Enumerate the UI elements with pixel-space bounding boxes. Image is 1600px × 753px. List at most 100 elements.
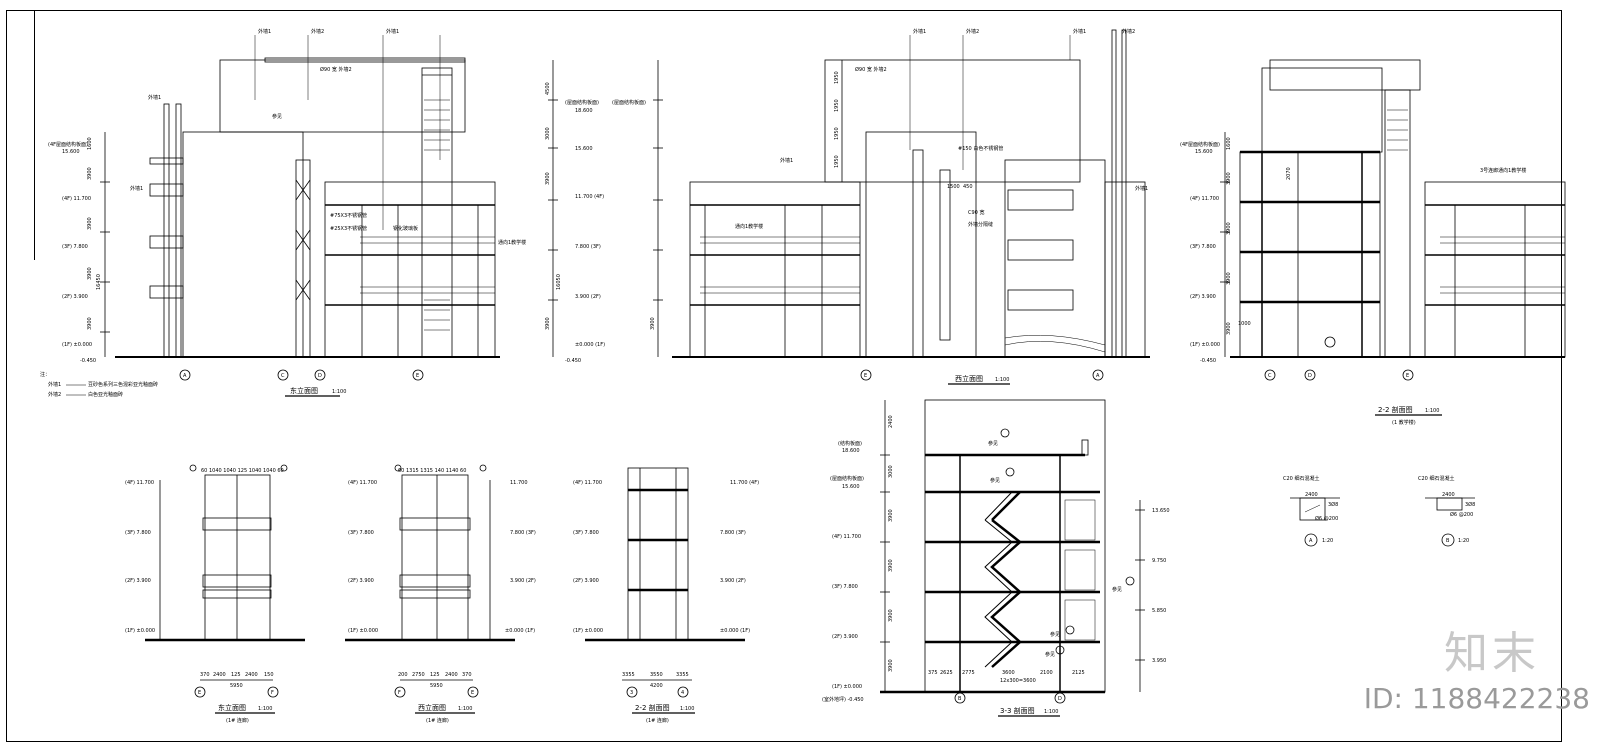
note-2-text: 白色亚光釉面砖 bbox=[88, 391, 123, 398]
west-elev-dim: 1950 bbox=[834, 99, 840, 112]
s33-dim: 3900 bbox=[888, 659, 894, 672]
east-elev-axis: C bbox=[281, 373, 285, 379]
east-elev-level-label: (4F) 11.700 bbox=[62, 196, 91, 202]
west-elev-tag: 外墙2 bbox=[1122, 28, 1135, 35]
sheet-frame bbox=[6, 10, 1562, 742]
sw-scale: 1:100 bbox=[458, 706, 472, 712]
watermark-logo: 知末 bbox=[1444, 628, 1540, 679]
s33-bottom-dim: 2100 bbox=[1040, 670, 1053, 676]
se-level: (3F) 7.800 bbox=[125, 530, 151, 536]
ss-level: (3F) 7.800 bbox=[573, 530, 599, 536]
ss-right-level: 3.900 (2F) bbox=[720, 578, 746, 584]
west-elev-axis: A bbox=[1096, 373, 1100, 379]
mid-scale-dim: 3900 bbox=[545, 317, 551, 330]
s33-bottom-dim: 2625 bbox=[940, 670, 953, 676]
west-elev-tag: Ø90 宽 外墙2 bbox=[855, 66, 887, 73]
mid-scale-dim-total: 16050 bbox=[556, 274, 562, 290]
se-title: 东立面图 bbox=[218, 703, 246, 712]
sw-level: (4F) 11.700 bbox=[348, 480, 377, 486]
ss-scale: 1:100 bbox=[680, 706, 694, 712]
mid-scale-label: 7.800 (3F) bbox=[575, 244, 601, 250]
ss-bottom-dim: 3355 bbox=[622, 672, 635, 678]
se-total: 5950 bbox=[230, 683, 243, 689]
se-top-dims: 60 1040 1040 125 1040 1040 60 bbox=[201, 468, 284, 474]
s33-level: 15.600 bbox=[842, 484, 860, 490]
west-elev-tag: 外墙1 bbox=[913, 28, 926, 35]
east-elev-tag: #25X3不锈钢管 bbox=[330, 225, 367, 232]
s22-level-label: (4F) 11.700 bbox=[1190, 196, 1219, 202]
mid-scale-label: 3.900 (2F) bbox=[575, 294, 601, 300]
s33-right-level: 5.850 bbox=[1152, 608, 1166, 614]
s33-right-level: 9.750 bbox=[1152, 558, 1166, 564]
mid-scale-label: 18.600 bbox=[575, 108, 593, 114]
west-elev-tag: 外墙1 bbox=[780, 157, 793, 164]
s22-axis: E bbox=[1406, 373, 1409, 379]
title-block-strip bbox=[6, 10, 35, 260]
sw-bottom-dim: 2750 bbox=[412, 672, 425, 678]
small-east-elevation bbox=[145, 464, 305, 698]
s33-ref: 参见 bbox=[1050, 631, 1060, 638]
east-elevation bbox=[100, 35, 500, 381]
west-elev-axis: E bbox=[864, 373, 867, 379]
west-elev-scale: 1:100 bbox=[995, 377, 1009, 383]
s33-ref: 参见 bbox=[1045, 651, 1055, 658]
s22-dim: 3900 bbox=[1226, 272, 1232, 285]
s22-axis: C bbox=[1268, 373, 1272, 379]
s22-dim: 1600 bbox=[1226, 137, 1232, 150]
sw-right-level: ±0.000 (1F) bbox=[505, 628, 535, 634]
s22-level-label: (3F) 7.800 bbox=[1190, 244, 1216, 250]
sw-bottom-dim: 200 bbox=[398, 672, 408, 678]
east-elev-tag: 钢化玻璃板 bbox=[393, 225, 418, 232]
s33-right-level: 3.950 bbox=[1152, 658, 1166, 664]
east-elev-tag: 外墙1 bbox=[386, 28, 399, 35]
detail-b bbox=[1425, 497, 1475, 547]
east-elev-level-label: (4F屋面结构板面) bbox=[48, 141, 88, 148]
s33-right-level: 13.650 bbox=[1152, 508, 1170, 514]
east-elev-dim-total: 16450 bbox=[96, 274, 102, 290]
sw-title: 西立面图 bbox=[418, 703, 446, 712]
s22-axis: D bbox=[1308, 373, 1312, 379]
mid-scale-dim: 3900 bbox=[650, 317, 656, 330]
detail-a-spacing: Ø6 @200 bbox=[1315, 515, 1338, 522]
s22-subtitle: (1 教学楼) bbox=[1392, 419, 1416, 426]
sw-level: (3F) 7.800 bbox=[348, 530, 374, 536]
east-elev-level-label: (3F) 7.800 bbox=[62, 244, 88, 250]
s33-level: (2F) 3.900 bbox=[832, 634, 858, 640]
se-bottom-dim: 150 bbox=[264, 672, 274, 678]
detail-b-tag: B bbox=[1446, 538, 1450, 544]
east-elev-dim: 3900 bbox=[87, 217, 93, 230]
s22-scale: 1:100 bbox=[1425, 408, 1439, 414]
sw-bottom-dim: 2400 bbox=[445, 672, 458, 678]
se-subtitle: (1# 连廊) bbox=[226, 717, 249, 724]
se-level: (4F) 11.700 bbox=[125, 480, 154, 486]
ss-total: 4200 bbox=[650, 683, 663, 689]
s33-bottom-dim: 3600 bbox=[1002, 670, 1015, 676]
detail-b-bar: 3Ø8 bbox=[1465, 501, 1475, 508]
s33-stair: 12x300=3600 bbox=[1000, 678, 1036, 684]
s33-level: (结构板面) bbox=[838, 440, 862, 447]
east-elev-tag: 外墙1 bbox=[148, 94, 161, 101]
sw-axis: F bbox=[398, 690, 401, 696]
east-elev-title: 东立面图 bbox=[290, 386, 318, 395]
s22-dim: 3900 bbox=[1226, 172, 1232, 185]
ss-right-level: 7.800 (3F) bbox=[720, 530, 746, 536]
east-elev-tag: #75X3不锈钢管 bbox=[330, 212, 367, 219]
s33-scale: 1:100 bbox=[1044, 709, 1058, 715]
ss-level: (1F) ±0.000 bbox=[573, 628, 603, 634]
ss-right-level: ±0.000 (1F) bbox=[720, 628, 750, 634]
east-elev-ground: -0.450 bbox=[80, 358, 96, 364]
west-elev-tag: 外墙分隔缝 bbox=[968, 221, 993, 228]
s22-level-label: 15.600 bbox=[1195, 149, 1213, 155]
detail-b-dim: 2400 bbox=[1442, 492, 1455, 498]
east-elev-dim: 3900 bbox=[87, 167, 93, 180]
west-elevation bbox=[672, 29, 1150, 381]
s33-bottom-dim: 2125 bbox=[1072, 670, 1085, 676]
s22-title: 2-2 剖面图 bbox=[1378, 405, 1413, 414]
mid-scale-label: 11.700 (4F) bbox=[575, 194, 604, 200]
detail-a-scale: 1:20 bbox=[1322, 538, 1333, 544]
section-2-2-large bbox=[1220, 59, 1566, 381]
east-elev-axis: E bbox=[416, 373, 419, 379]
east-elev-axis: D bbox=[318, 373, 322, 379]
sw-axis: E bbox=[471, 690, 474, 696]
mid-scale-dim: 3000 bbox=[545, 127, 551, 140]
